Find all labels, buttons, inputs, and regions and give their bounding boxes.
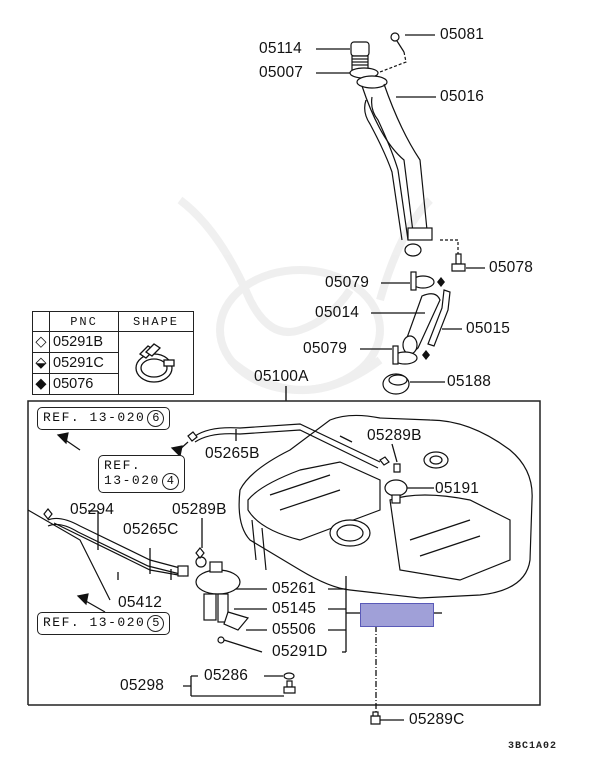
part-label-05506[interactable]: 05506 (272, 621, 317, 638)
bolt-05298 (283, 672, 296, 694)
hollow-diamond-icon: ◇ (32, 331, 50, 353)
legend-pnc[interactable]: 05076 (49, 373, 119, 395)
part-label-05114[interactable]: 05114 (259, 40, 302, 57)
hoses-05294-05265C-05412 (27, 508, 189, 601)
screw-05081 (379, 32, 407, 73)
part-label-05100A[interactable]: 05100A (254, 368, 309, 385)
bolt-05078 (451, 253, 466, 272)
reference-number-circle: 5 (147, 615, 165, 632)
filler-neck-05016 (356, 75, 459, 262)
legend-pnc[interactable]: 05291C (49, 352, 119, 374)
leader-lines (88, 34, 485, 721)
ring-05188 (382, 373, 410, 395)
part-label-05289B-left[interactable]: 05289B (172, 501, 227, 518)
legend-row: ◆ 05076 (32, 373, 194, 395)
part-label-05286[interactable]: 05286 (204, 667, 249, 684)
reference-text: REF. 13-020 (43, 615, 146, 630)
part-label-05079-lower[interactable]: 05079 (303, 340, 348, 357)
clamp-05079-lower (392, 345, 418, 365)
part-label-05079-upper[interactable]: 05079 (325, 274, 370, 291)
hose-clamp-icon (135, 343, 175, 383)
clamp-05079-upper (410, 271, 435, 291)
part-label-05007[interactable]: 05007 (259, 64, 304, 81)
part-label-05298[interactable]: 05298 (120, 677, 165, 694)
watermark-logo (177, 196, 433, 394)
legend-header-row: PNC SHAPE (32, 311, 194, 332)
fuel-cap-05114 (350, 41, 370, 71)
reference-number-circle: 4 (161, 473, 179, 490)
legend-header-shape: SHAPE (118, 311, 194, 332)
filled-diamond-marker (437, 277, 445, 287)
fuel-pump-module (195, 547, 250, 644)
legend-row: ◇ 05291B (32, 331, 194, 395)
filled-diamond-icon: ◆ (32, 373, 50, 395)
hose-05014 (402, 293, 441, 355)
legend-pnc[interactable]: 05291B (49, 331, 119, 353)
part-label-05291D[interactable]: 05291D (272, 643, 328, 660)
reference-text-line1: REF. (104, 458, 142, 473)
fuel-tank-05100A (238, 414, 533, 599)
reference-text-line2: 13-020 (104, 473, 160, 488)
legend-shape-cell (118, 331, 194, 395)
legend-header-pnc: PNC (49, 311, 119, 332)
part-label-05289B-top[interactable]: 05289B (367, 427, 422, 444)
part-label-05294[interactable]: 05294 (70, 501, 115, 518)
part-label-05289C[interactable]: 05289C (409, 711, 465, 728)
reference-text: REF. 13-020 (43, 410, 146, 425)
legend-header-symbol (32, 311, 50, 332)
part-label-05265C[interactable]: 05265C (123, 521, 179, 538)
hose-05265B (187, 423, 390, 469)
legend-row: ⬙ 05291C (32, 352, 194, 374)
part-label-05014[interactable]: 05014 (315, 304, 360, 321)
part-label-05412[interactable]: 05412 (118, 594, 163, 611)
half-filled-diamond-icon: ⬙ (32, 352, 50, 374)
hose-05015 (427, 289, 451, 347)
part-label-05016[interactable]: 05016 (440, 88, 485, 105)
part-label-05191[interactable]: 05191 (435, 480, 480, 497)
part-label-05188[interactable]: 05188 (447, 373, 492, 390)
part-label-05145[interactable]: 05145 (272, 600, 317, 617)
part-label-05078[interactable]: 05078 (489, 259, 534, 276)
drawing-code: 3BC1A02 (508, 741, 558, 752)
bolt-05289C (370, 711, 381, 725)
reference-number-circle: 6 (147, 410, 165, 427)
direction-arrows (56, 432, 189, 613)
part-label-05265B[interactable]: 05265B (205, 445, 260, 462)
part-label-05261[interactable]: 05261 (272, 580, 317, 597)
part-label-05015[interactable]: 05015 (466, 320, 511, 337)
tank-group-frame (27, 386, 541, 706)
clamp-legend-table: PNC SHAPE ◇ 05291B ⬙ 05291C ◆ 05076 (32, 311, 194, 395)
filled-diamond-marker (422, 350, 430, 360)
highlighted-part-hotspot[interactable] (360, 603, 434, 627)
part-label-05081[interactable]: 05081 (440, 26, 485, 43)
